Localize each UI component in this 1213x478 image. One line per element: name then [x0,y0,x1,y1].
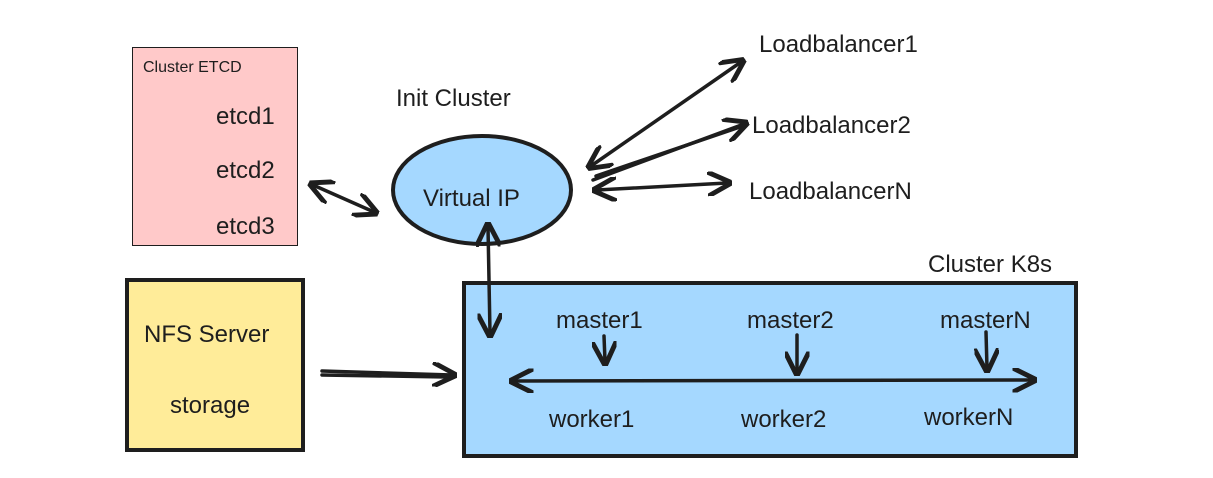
worker-1: worker1 [549,406,635,433]
arrow-vip-lb1 [591,62,741,166]
arrow-vip-lbn [597,183,727,190]
master-n: masterN [940,307,1031,334]
etcd-node-1: etcd1 [216,103,275,130]
init-cluster-title: Init Cluster [396,85,511,112]
arrow-vip-lb2-sketch [594,125,742,178]
arrow-etcd-vip [313,185,374,212]
arrow-mastern [986,330,987,368]
nfs-subtitle: storage [170,392,251,419]
arrow-vip-k8s [488,227,490,333]
arrow-master1 [604,334,605,361]
loadbalancer-1: Loadbalancer1 [759,31,918,58]
etcd-node-2: etcd2 [216,157,275,184]
nfs-title: NFS Server [144,321,270,348]
etcd-cluster-box [132,47,298,246]
etcd-title: Cluster ETCD [143,59,242,76]
master-1: master1 [556,307,643,334]
loadbalancer-n: LoadbalancerN [749,178,912,205]
nfs-server-box [125,278,305,452]
etcd-node-3: etcd3 [216,213,275,240]
worker-n: workerN [924,404,1014,431]
k8s-title: Cluster K8s [928,251,1053,278]
loadbalancer-2: Loadbalancer2 [752,112,911,139]
arrow-nfs-k8s [320,371,452,375]
arrow-nfs-k8s-sketch [320,373,450,379]
bus-arrow [514,380,1032,381]
virtual-ip-label: Virtual IP [423,185,520,212]
worker-2: worker2 [741,406,827,433]
master-2: master2 [747,307,834,334]
